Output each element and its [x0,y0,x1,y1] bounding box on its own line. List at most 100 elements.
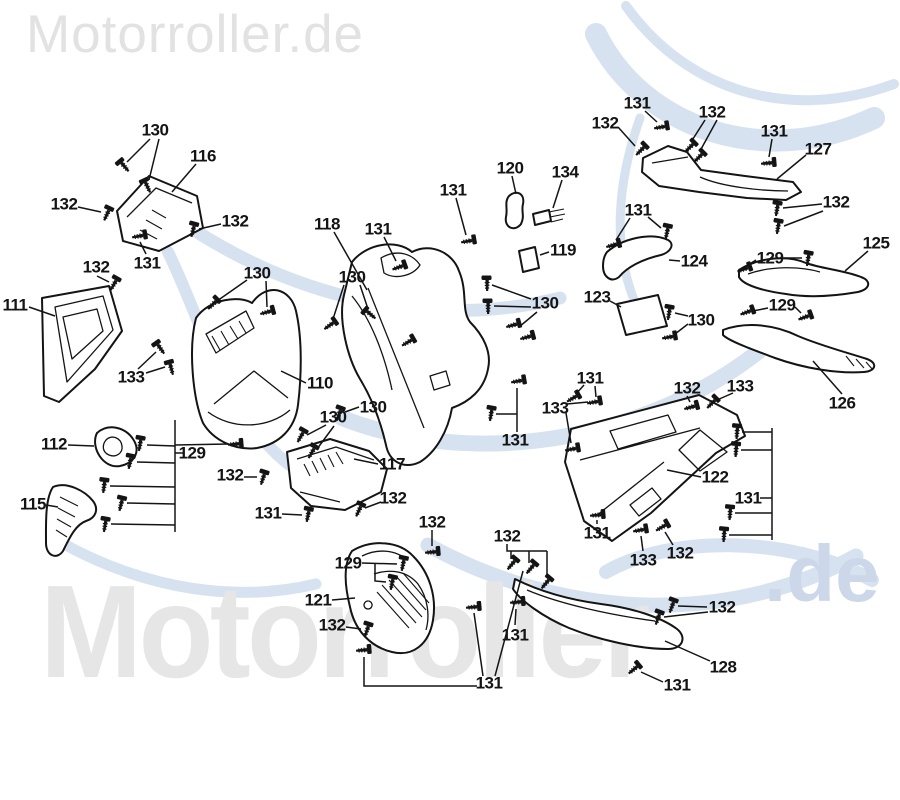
screw-icon [693,147,708,163]
screw-icon [387,573,398,591]
leader-line [666,469,702,478]
callout-132: 132 [380,489,407,508]
leader-line [506,544,547,552]
callout-132: 132 [83,258,110,277]
screw-icon [684,399,701,411]
part-126-outline [722,324,876,374]
watermark-swoosh [420,537,864,613]
leader-line [344,406,360,413]
callout-130: 130 [339,268,366,287]
screw-icon [773,217,784,235]
callout-131: 131 [584,524,611,543]
leader-line [664,531,674,546]
leader-line [333,231,368,291]
callout-130: 130 [244,264,271,283]
leader-line [663,611,709,618]
callout-131: 131 [502,431,529,450]
screw-icon [798,309,815,321]
callout-126: 126 [829,394,856,413]
leader-line [511,175,517,195]
screw-icon [724,504,736,521]
screw-icon [589,508,606,520]
leader-line [491,284,532,300]
leader-line [617,126,636,147]
leader-line [686,395,691,403]
callout-127: 127 [805,140,832,159]
callout-131: 131 [624,94,651,113]
screw-icon [662,222,673,240]
part-127-outline [641,145,802,201]
part-125-detail [747,267,821,275]
screw-icon [740,304,757,316]
part-122-detail [579,414,728,517]
leader-line [145,366,166,374]
watermark-swoosh [599,538,879,587]
leader-line [363,657,477,687]
screw-icon [506,554,521,571]
screw-icon [772,199,783,217]
leader-line [812,360,843,395]
screw-icon [564,442,581,453]
callout-132: 132 [823,193,850,212]
screw-icon [109,274,122,291]
screw-icon [131,229,148,240]
part-110-vent-panel [205,310,255,354]
leader-line [609,300,622,308]
callout-132: 132 [699,103,726,122]
watermark-brand-header: Motorroller.de [26,5,365,64]
screw-icon [525,558,540,575]
callout-132: 132 [592,114,619,133]
callout-132: 132 [419,513,446,532]
screw-icon [510,374,527,385]
part-115-detail [55,496,79,538]
callout-130: 130 [142,121,169,140]
leader-line [126,502,176,505]
screw-icon [392,259,409,271]
leader-line [565,412,572,444]
callout-115: 115 [20,495,46,514]
leader-line [539,251,550,256]
leader-line [794,306,802,314]
part-110-outline [191,289,302,450]
part-118-detail [351,252,451,429]
leader-line [306,424,327,436]
screw-icon [138,176,152,193]
callout-131: 131 [134,254,161,273]
leader-line [640,535,644,552]
callout-110: 110 [307,374,333,393]
leader-line [644,110,658,123]
callout-131: 131 [365,220,392,239]
screw-icon [684,137,699,153]
callout-131: 131 [735,489,762,508]
screw-icon [706,393,721,409]
callout-130: 130 [360,398,387,417]
leader-line [699,119,718,152]
screw-icon [465,600,482,612]
screw-icon [335,404,346,421]
part-121-grille [376,572,430,629]
screw-icon [506,317,523,329]
leader-line [174,443,229,446]
screw-icon [323,316,340,330]
leader-line [594,385,597,398]
leader-line [493,305,532,308]
callout-134: 134 [552,163,580,182]
leader-line [768,138,773,158]
screw-icon [664,303,675,321]
screw-icon [730,441,742,458]
leader-line [280,370,307,384]
screw-icon [151,338,165,355]
leader-line [345,626,362,630]
screw-icon [509,595,526,607]
leader-line [265,280,268,308]
part-116-detail [126,187,193,218]
screw-icon [114,157,130,172]
leader-line [353,458,379,465]
leader-line [383,236,397,262]
watermark-tld: .de [764,529,880,618]
callout-131: 131 [476,674,503,693]
leader-line [776,154,807,180]
callout-111: 111 [3,296,28,315]
leader-line [674,323,689,335]
screw-icon [355,500,367,517]
